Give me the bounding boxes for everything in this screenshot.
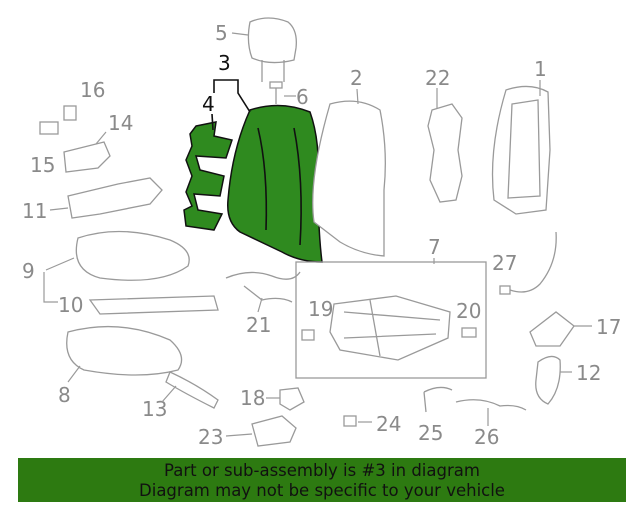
part-7-box — [295, 261, 487, 379]
part-21-harness[interactable] — [225, 271, 301, 303]
callout-8[interactable]: 8 — [58, 383, 71, 407]
callout-9[interactable]: 9 — [22, 259, 35, 283]
leader-14 — [95, 131, 107, 145]
part-24-connector[interactable] — [343, 415, 357, 427]
part-23-module[interactable] — [251, 415, 297, 447]
callout-10[interactable]: 10 — [58, 293, 83, 317]
part-14-trim[interactable] — [63, 141, 111, 173]
callout-7[interactable]: 7 — [428, 235, 441, 259]
banner-line-2: Diagram may not be specific to your vehi… — [139, 481, 505, 500]
callout-3[interactable]: 3 — [218, 51, 231, 75]
seam-3b — [293, 127, 302, 246]
part-7-seat-track[interactable] — [329, 295, 451, 361]
callout-6[interactable]: 6 — [296, 85, 309, 109]
leader-23 — [225, 433, 253, 437]
leader-4 — [211, 113, 214, 131]
part-5-headrest[interactable] — [247, 17, 297, 82]
part-1-seatback-frame[interactable] — [491, 85, 551, 215]
leader-8 — [67, 365, 81, 383]
part-13-trim[interactable] — [165, 371, 219, 409]
callout-24[interactable]: 24 — [376, 412, 401, 436]
part-12-cover[interactable] — [535, 355, 561, 405]
callout-17[interactable]: 17 — [596, 315, 621, 339]
part-17-bracket[interactable] — [529, 311, 575, 347]
leader-13 — [161, 385, 177, 403]
part-18-clip[interactable] — [279, 387, 305, 411]
callout-1[interactable]: 1 — [534, 57, 547, 81]
part-19-cover[interactable] — [301, 329, 315, 341]
callout-16[interactable]: 16 — [80, 78, 105, 102]
part-8-cushion-cover[interactable] — [66, 325, 183, 376]
part-15-cover[interactable] — [39, 121, 59, 135]
callout-23[interactable]: 23 — [198, 425, 223, 449]
part-20-cover[interactable] — [461, 327, 477, 338]
leader-2 — [356, 88, 359, 105]
part-25-harness[interactable] — [423, 386, 453, 413]
part-6-bolt[interactable] — [269, 81, 283, 104]
callout-22[interactable]: 22 — [425, 66, 450, 90]
callout-5[interactable]: 5 — [215, 21, 228, 45]
callout-4[interactable]: 4 — [202, 92, 215, 116]
part-2-seatback-cover[interactable] — [312, 100, 386, 257]
leader-9 — [43, 257, 75, 303]
part-27-cable[interactable] — [509, 231, 557, 293]
leader-3 — [213, 79, 251, 113]
part-4-pad-spring[interactable] — [183, 121, 233, 231]
part-16-clip[interactable] — [63, 105, 77, 121]
part-11-side-shield[interactable] — [67, 177, 163, 219]
callout-27[interactable]: 27 — [492, 251, 517, 275]
callout-14[interactable]: 14 — [108, 111, 133, 135]
callout-26[interactable]: 26 — [474, 425, 499, 449]
part-9-cushion-pad[interactable] — [75, 230, 190, 281]
part-info-banner: Part or sub-assembly is #3 in diagram Di… — [18, 458, 626, 502]
leader-21 — [257, 297, 263, 313]
callout-11[interactable]: 11 — [22, 199, 47, 223]
seam-3a — [257, 127, 268, 231]
banner-line-1: Part or sub-assembly is #3 in diagram — [164, 461, 480, 480]
callout-19[interactable]: 19 — [308, 297, 333, 321]
callout-2[interactable]: 2 — [350, 66, 363, 90]
callout-21[interactable]: 21 — [246, 313, 271, 337]
callout-12[interactable]: 12 — [576, 361, 601, 385]
leader-5 — [231, 32, 249, 36]
callout-15[interactable]: 15 — [30, 153, 55, 177]
callout-18[interactable]: 18 — [240, 386, 265, 410]
part-10-heater[interactable] — [88, 295, 219, 315]
part-22-bracket[interactable] — [427, 103, 463, 203]
part-3-seatback-pad[interactable] — [227, 104, 323, 263]
callout-25[interactable]: 25 — [418, 421, 443, 445]
part-26-harness[interactable] — [455, 399, 527, 411]
callout-20[interactable]: 20 — [456, 299, 481, 323]
leader-11 — [49, 207, 69, 211]
